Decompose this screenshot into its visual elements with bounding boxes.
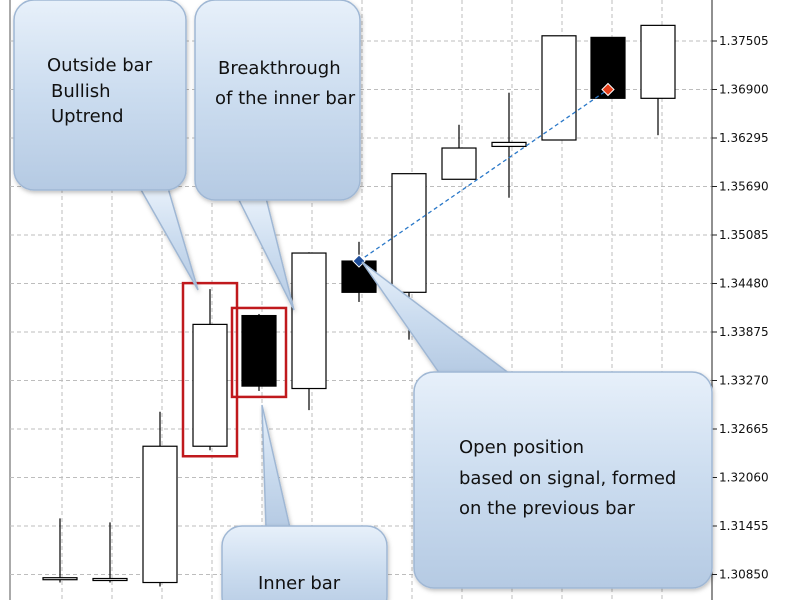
y-tick-label: 1.32060: [719, 471, 769, 485]
y-tick-label: 1.34480: [719, 277, 769, 291]
callout-open-position-tail: [361, 261, 513, 375]
callout-outside-bar-text-line: Uptrend: [51, 106, 124, 127]
trade-connector-line: [358, 88, 609, 262]
callout-breakthrough-bubble: [194, 0, 361, 201]
y-tick-label: 1.36900: [719, 83, 769, 97]
y-tick-label: 1.33270: [719, 374, 769, 388]
candle-body: [391, 173, 427, 293]
y-tick-label: 1.33875: [719, 325, 769, 339]
callout-open-position-bubble: [413, 371, 713, 589]
trade-line: [352, 82, 615, 268]
candle-body: [42, 577, 78, 581]
callout-open-position-text-line: Open position: [459, 437, 584, 458]
candle-body: [92, 577, 128, 582]
candle-body: [192, 323, 228, 447]
candle-body: [541, 35, 577, 141]
highlight-boxes: [181, 281, 288, 458]
callout-inner-bar-bubble: [221, 525, 388, 600]
y-tick-label: 1.35690: [719, 180, 769, 194]
y-tick-label: 1.35085: [719, 228, 769, 242]
callout-open-position: Open position based on signal, formed on t…: [361, 261, 713, 589]
y-tick-label: 1.37505: [719, 34, 769, 48]
candle-body: [491, 141, 527, 148]
callout-breakthrough: Breakthrough of the inner bar: [194, 0, 361, 311]
callout-outside-bar-text-line: Outside bar: [47, 55, 153, 76]
y-tick-label: 1.31455: [719, 519, 769, 533]
highlight-box: [230, 306, 288, 399]
candle-body: [142, 445, 178, 584]
callout-inner-bar-text-line: Inner bar: [258, 573, 341, 594]
y-tick-label: 1.36295: [719, 131, 769, 145]
callout-open-position-text-line: based on signal, formed: [459, 468, 676, 489]
callout-inner-bar-tail: [261, 404, 291, 529]
callout-outside-bar-text-line: Bullish: [51, 81, 111, 102]
y-tick-label: 1.30850: [719, 568, 769, 582]
callout-breakthrough-tail: [236, 197, 295, 311]
candle-body: [640, 24, 676, 99]
highlight-box: [181, 281, 239, 458]
candle-body: [241, 314, 277, 387]
callout-breakthrough-text-line: of the inner bar: [215, 88, 356, 109]
candle-body: [441, 147, 477, 180]
callout-outside-bar-tail: [138, 187, 199, 291]
entry-marker: [352, 254, 366, 268]
callout-breakthrough-text-line: Breakthrough: [218, 58, 341, 79]
candle-body: [291, 252, 327, 390]
callout-open-position-text-line: on the previous bar: [459, 498, 636, 519]
price-axis: 1.37505 1.36900 1.36295 1.35690 1.35085 1.344…: [711, 0, 769, 600]
exit-marker: [601, 82, 615, 97]
callout-outside-bar-bubble: [13, 0, 187, 191]
y-tick-label: 1.32665: [719, 422, 769, 436]
callout-inner-bar: Inner bar: [221, 404, 388, 600]
